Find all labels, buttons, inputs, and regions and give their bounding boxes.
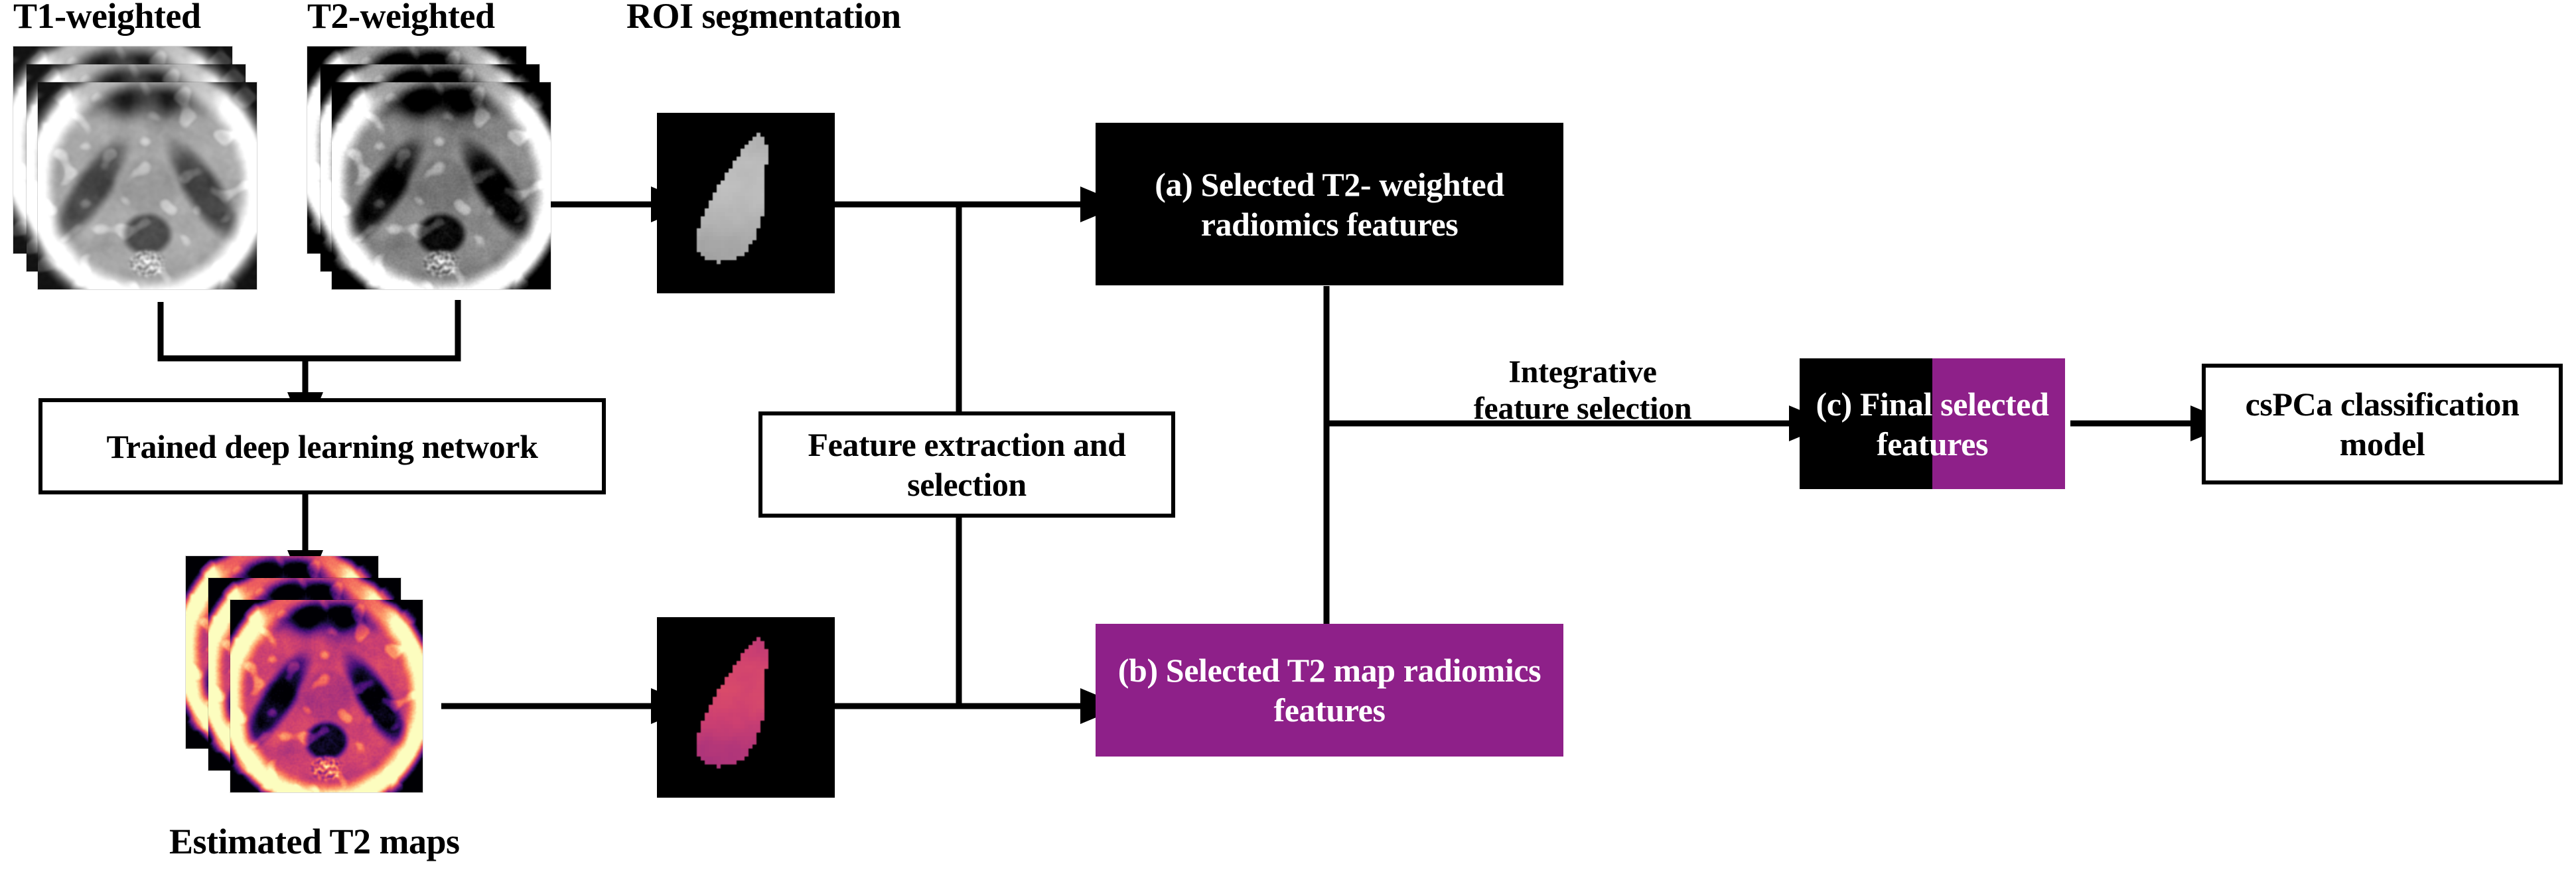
t2map-slice-front (230, 600, 423, 792)
roi-segmentation-t2w (657, 113, 835, 293)
header-t2-weighted: T2-weighted (307, 0, 495, 36)
t1-weighted-image-stack (13, 46, 285, 305)
t2-slice-front (332, 82, 551, 289)
feature-extraction-box: Feature extraction and selection (758, 411, 1175, 518)
header-t1-weighted: T1-weighted (13, 0, 201, 36)
cspca-classification-model-box: csPCa classification model (2202, 364, 2563, 484)
selected-t2w-features-box: (a) Selected T2- weighted radiomics feat… (1096, 123, 1563, 285)
trained-deep-learning-network-box: Trained deep learning network (38, 398, 606, 494)
roi-segmentation-t2map (657, 617, 835, 798)
final-selected-features-label: (c) Final selected features (1816, 385, 2049, 463)
final-box-purple-half (1932, 358, 2065, 489)
final-selected-features-box: (c) Final selected features (1800, 358, 2065, 489)
selected-t2map-features-box: (b) Selected T2 map radiomics features (1096, 624, 1563, 757)
caption-estimated-t2-maps: Estimated T2 maps (169, 822, 460, 861)
t2-weighted-image-stack (307, 46, 579, 305)
header-roi-segmentation: ROI segmentation (626, 0, 901, 36)
integrative-feature-selection-label: Integrative feature selection (1473, 354, 1692, 426)
t1-slice-front (38, 82, 257, 289)
wire-merge-bracket (157, 300, 461, 362)
estimated-t2-maps-stack (186, 556, 465, 795)
